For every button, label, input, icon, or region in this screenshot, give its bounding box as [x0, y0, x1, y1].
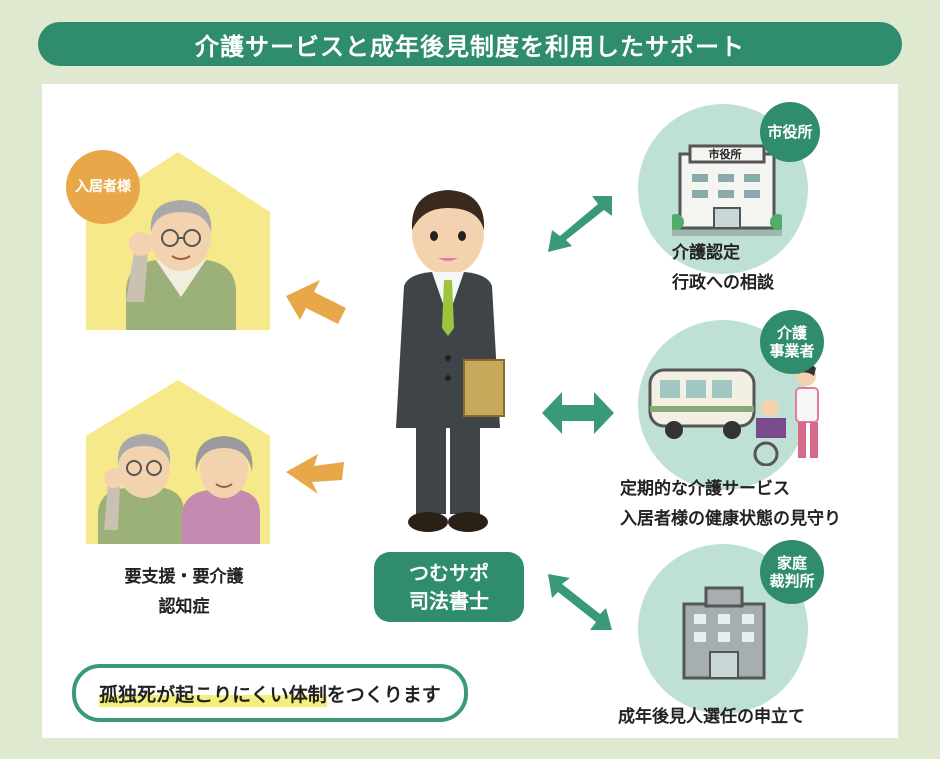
family-court-badge-line1: 家庭 — [776, 554, 807, 572]
city-hall-badge: 市役所 — [760, 102, 820, 162]
admin-consultation-label: 行政への相談 — [672, 273, 774, 293]
health-monitoring-label: 入居者様の健康状態の見守り — [620, 509, 841, 529]
city-hall-sign: 市役所 — [708, 148, 742, 161]
resident-badge: 入居者様 — [66, 150, 140, 224]
house-illustration-couple — [86, 380, 270, 544]
bidirectional-arrow-cityhall-icon — [548, 196, 612, 252]
center-line2: 司法書士 — [409, 589, 489, 613]
care-provider-badge: 介護事業者 — [760, 310, 824, 374]
tsumusapo-label: つむサポ 司法書士 — [374, 552, 524, 622]
regular-care-service-label: 定期的な介護サービス — [620, 479, 790, 499]
care-van-illustration — [648, 362, 819, 466]
note-rest: をつくります — [326, 683, 441, 706]
guardian-petition-label: 成年後見人選任の申立て — [618, 707, 805, 727]
lonely-death-prevention-note: 孤独死が起こりにくい体制をつくります — [72, 664, 468, 722]
bidirectional-arrow-care-icon — [542, 392, 614, 434]
note-highlight: 孤独死が起こりにくい体制 — [99, 679, 327, 707]
care-provider-badge-line2: 事業者 — [769, 342, 815, 360]
family-court-badge-line2: 裁判所 — [769, 572, 815, 590]
family-court-badge: 家庭裁判所 — [760, 540, 824, 604]
care-level-label: 要支援・要介護 — [124, 567, 244, 587]
care-provider-badge-line1: 介護 — [776, 324, 807, 342]
arrow-to-couple-icon — [286, 454, 344, 494]
city-hall-building-icon — [672, 144, 782, 236]
dementia-label: 認知症 — [158, 597, 210, 617]
care-certification-label: 介護認定 — [672, 243, 740, 263]
judicial-scrivener-figure — [396, 190, 505, 532]
arrow-to-resident-icon — [286, 280, 346, 324]
page-title: 介護サービスと成年後見制度を利用したサポート — [38, 22, 902, 66]
center-line1: つむサポ — [409, 561, 489, 585]
bidirectional-arrow-court-icon — [548, 574, 612, 630]
family-court-building-icon — [682, 586, 766, 680]
